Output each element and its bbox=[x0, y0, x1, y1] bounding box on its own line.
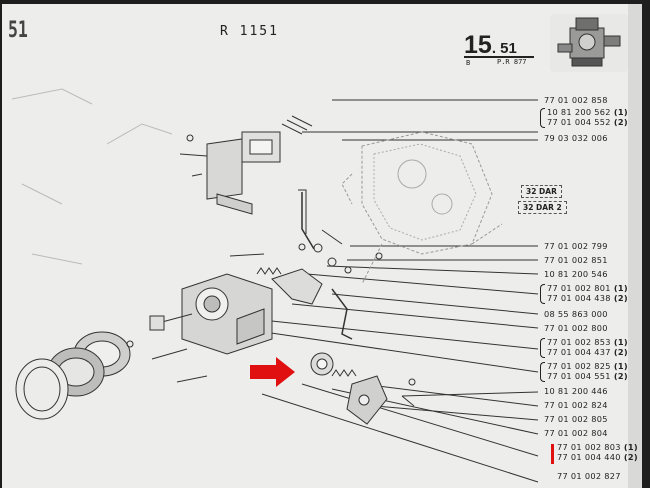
part-ref-4: 77 01 002 799 bbox=[544, 241, 608, 251]
page-sub-b: B bbox=[466, 59, 471, 67]
callout-box-1: 32 DAR bbox=[521, 185, 562, 198]
part-ref-13: 77 01 002 825(1) bbox=[547, 361, 628, 371]
part-ref-17: 77 01 002 805 bbox=[544, 414, 608, 424]
part-ref-10: 77 01 002 800 bbox=[544, 323, 608, 333]
part-ref-8: 77 01 004 438(2) bbox=[547, 293, 628, 303]
part-ref-2: 77 01 004 552(2) bbox=[547, 117, 628, 127]
page-number-main: 15 bbox=[464, 31, 492, 59]
page-number-sub: . 51 bbox=[491, 40, 517, 57]
part-ref-9: 08 55 863 000 bbox=[544, 309, 608, 319]
brace bbox=[540, 108, 545, 128]
carburettor-thumbnail-icon bbox=[550, 14, 628, 72]
part-ref-3: 79 03 032 006 bbox=[544, 133, 608, 143]
part-ref-19: 77 01 002 803(1) bbox=[557, 442, 638, 452]
part-ref-1: 10 81 200 562(1) bbox=[547, 107, 628, 117]
part-ref-21: 77 01 002 827 bbox=[557, 471, 621, 481]
part-ref-12: 77 01 004 437(2) bbox=[547, 347, 628, 357]
callout-box-2: 32 DAR 2 bbox=[518, 201, 567, 214]
previous-page-number: 51 bbox=[8, 18, 28, 43]
red-highlight-mark bbox=[551, 444, 554, 464]
exploded-diagram bbox=[11, 88, 539, 483]
part-ref-7: 77 01 002 801(1) bbox=[547, 283, 628, 293]
part-ref-16: 77 01 002 824 bbox=[544, 400, 608, 410]
page-sub-pr: P.R 877 bbox=[497, 58, 527, 66]
brace bbox=[540, 338, 545, 358]
part-ref-14: 77 01 004 551(2) bbox=[547, 371, 628, 381]
part-ref-11: 77 01 002 853(1) bbox=[547, 337, 628, 347]
part-ref-15: 10 81 200 446 bbox=[544, 386, 608, 396]
page-number: 15. 51 bbox=[464, 31, 517, 60]
brace bbox=[540, 284, 545, 304]
part-ref-0: 77 01 002 858 bbox=[544, 95, 608, 105]
brace bbox=[540, 362, 545, 382]
page-edge bbox=[628, 4, 642, 488]
part-ref-5: 77 01 002 851 bbox=[544, 255, 608, 265]
red-highlight-arrow-icon bbox=[250, 357, 295, 387]
part-ref-20: 77 01 004 440(2) bbox=[557, 452, 638, 462]
header-rule bbox=[464, 56, 534, 58]
model-code: R 1151 bbox=[220, 24, 279, 39]
part-ref-6: 10 81 200 546 bbox=[544, 269, 608, 279]
catalog-page: 51 R 1151 15. 51 B P.R 877 bbox=[2, 4, 642, 488]
part-ref-18: 77 01 002 804 bbox=[544, 428, 608, 438]
